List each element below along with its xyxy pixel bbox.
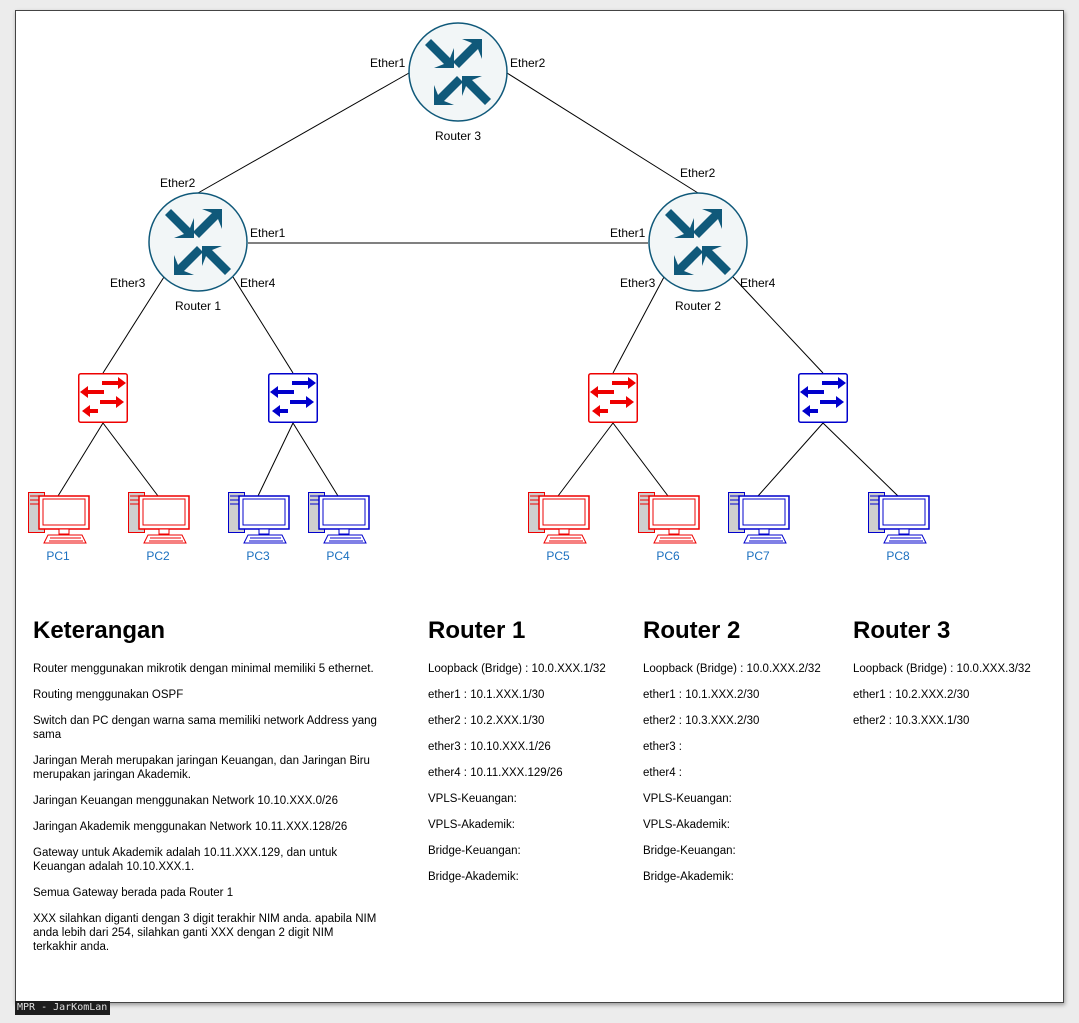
pc4-label: PC4 bbox=[326, 549, 350, 563]
config-item: Loopback (Bridge) : 10.0.XXX.1/32 bbox=[428, 663, 606, 675]
keterangan-item: Jaringan Akademik menggunakan Network 10… bbox=[33, 821, 348, 833]
config-item: Bridge-Akademik: bbox=[643, 871, 734, 883]
keterangan-item: Jaringan Keuangan menggunakan Network 10… bbox=[33, 795, 338, 807]
link-sw2-pc4 bbox=[292, 422, 339, 497]
pc3-label: PC3 bbox=[246, 549, 270, 563]
config-item: ether1 : 10.1.XXX.1/30 bbox=[428, 689, 545, 701]
pc6-icon bbox=[638, 492, 700, 544]
link-sw4-pc8 bbox=[822, 422, 899, 497]
config-item: VPLS-Akademik: bbox=[643, 819, 730, 831]
pc8-label: PC8 bbox=[886, 549, 910, 563]
router3-heading: Router 3 bbox=[853, 617, 951, 644]
config-item: Bridge-Akademik: bbox=[428, 871, 519, 883]
link-r2-sw4 bbox=[732, 276, 824, 374]
pc1-label: PC1 bbox=[46, 549, 70, 563]
config-item: Bridge-Keuangan: bbox=[643, 845, 736, 857]
pc4-icon bbox=[308, 492, 370, 544]
pc1-icon bbox=[28, 492, 90, 544]
router2-config-list: Loopback (Bridge) : 10.0.XXX.2/32 ether1… bbox=[643, 662, 848, 896]
pc5-label: PC5 bbox=[546, 549, 570, 563]
link-sw1-pc2 bbox=[102, 422, 159, 497]
pc5-icon bbox=[528, 492, 590, 544]
r3-port-ether1-label: Ether1 bbox=[370, 56, 406, 70]
router-3-label: Router 3 bbox=[435, 129, 482, 143]
router-3-icon bbox=[408, 22, 508, 122]
switch-akademik-1-icon bbox=[268, 373, 318, 423]
link-r3-r1 bbox=[197, 72, 410, 194]
switch-akademik-2-icon bbox=[798, 373, 848, 423]
keterangan-item: XXX silahkan diganti dengan 3 digit tera… bbox=[33, 913, 377, 953]
link-sw1-pc1 bbox=[57, 422, 104, 497]
r1-port-ether4-label: Ether4 bbox=[240, 276, 276, 290]
pc7-label: PC7 bbox=[746, 549, 770, 563]
config-item: ether2 : 10.2.XXX.1/30 bbox=[428, 715, 545, 727]
link-sw4-pc7 bbox=[757, 422, 824, 497]
r1-port-ether2-label: Ether2 bbox=[160, 176, 196, 190]
router3-config-list: Loopback (Bridge) : 10.0.XXX.3/32 ether1… bbox=[853, 662, 1058, 740]
config-item: ether4 : 10.11.XXX.129/26 bbox=[428, 767, 563, 779]
config-item: ether3 : 10.10.XXX.1/26 bbox=[428, 741, 551, 753]
link-sw2-pc3 bbox=[257, 422, 294, 497]
keterangan-list: Router menggunakan mikrotik dengan minim… bbox=[33, 662, 378, 966]
router-1-label: Router 1 bbox=[175, 299, 222, 313]
router-2-label: Router 2 bbox=[675, 299, 722, 313]
config-item: Bridge-Keuangan: bbox=[428, 845, 521, 857]
pc3-icon bbox=[228, 492, 290, 544]
keterangan-item: Jaringan Merah merupakan jaringan Keuang… bbox=[33, 755, 370, 781]
pc2-label: PC2 bbox=[146, 549, 170, 563]
keterangan-item: Router menggunakan mikrotik dengan minim… bbox=[33, 663, 374, 675]
footer-label: MPR - JarKomLan bbox=[15, 1001, 111, 1015]
config-item: VPLS-Keuangan: bbox=[643, 793, 732, 805]
config-item: ether1 : 10.1.XXX.2/30 bbox=[643, 689, 760, 701]
r2-port-ether4-label: Ether4 bbox=[740, 276, 776, 290]
router-1-icon bbox=[148, 192, 248, 292]
r1-port-ether1-label: Ether1 bbox=[250, 226, 286, 240]
config-item: ether3 : bbox=[643, 741, 682, 753]
link-sw3-pc6 bbox=[612, 422, 669, 497]
pc2-icon bbox=[128, 492, 190, 544]
r2-port-ether2-label: Ether2 bbox=[680, 166, 716, 180]
keterangan-item: Routing menggunakan OSPF bbox=[33, 689, 184, 701]
pc8-icon bbox=[868, 492, 930, 544]
config-item: ether1 : 10.2.XXX.2/30 bbox=[853, 689, 970, 701]
link-r2-sw3 bbox=[612, 276, 665, 374]
router1-heading: Router 1 bbox=[428, 617, 526, 644]
keterangan-heading: Keterangan bbox=[33, 617, 166, 644]
network-diagram bbox=[28, 22, 930, 544]
keterangan-item: Gateway untuk Akademik adalah 10.11.XXX.… bbox=[33, 847, 338, 873]
config-item: Loopback (Bridge) : 10.0.XXX.3/32 bbox=[853, 663, 1031, 675]
config-item: ether2 : 10.3.XXX.1/30 bbox=[853, 715, 970, 727]
pc7-icon bbox=[728, 492, 790, 544]
keterangan-item: Semua Gateway berada pada Router 1 bbox=[33, 887, 234, 899]
router1-config-list: Loopback (Bridge) : 10.0.XXX.1/32 ether1… bbox=[428, 662, 633, 896]
link-sw3-pc5 bbox=[557, 422, 614, 497]
config-item: ether2 : 10.3.XXX.2/30 bbox=[643, 715, 760, 727]
link-r1-sw2 bbox=[232, 276, 294, 374]
config-item: Loopback (Bridge) : 10.0.XXX.2/32 bbox=[643, 663, 821, 675]
config-item: VPLS-Akademik: bbox=[428, 819, 515, 831]
config-item: ether4 : bbox=[643, 767, 682, 779]
router-2-icon bbox=[648, 192, 748, 292]
config-item: VPLS-Keuangan: bbox=[428, 793, 517, 805]
r2-port-ether1-label: Ether1 bbox=[610, 226, 646, 240]
switch-keuangan-2-icon bbox=[588, 373, 638, 423]
link-r1-sw1 bbox=[102, 276, 165, 374]
connection-lines bbox=[57, 72, 899, 497]
r2-port-ether3-label: Ether3 bbox=[620, 276, 656, 290]
pc6-label: PC6 bbox=[656, 549, 680, 563]
switch-keuangan-1-icon bbox=[78, 373, 128, 423]
r3-port-ether2-label: Ether2 bbox=[510, 56, 546, 70]
diagram-page: Ether1 Ether2 Router 3 Ether2 Ether1 Eth… bbox=[15, 10, 1064, 1003]
router2-heading: Router 2 bbox=[643, 617, 741, 644]
r1-port-ether3-label: Ether3 bbox=[110, 276, 146, 290]
keterangan-item: Switch dan PC dengan warna sama memiliki… bbox=[33, 715, 377, 741]
link-r3-r2 bbox=[506, 72, 699, 194]
